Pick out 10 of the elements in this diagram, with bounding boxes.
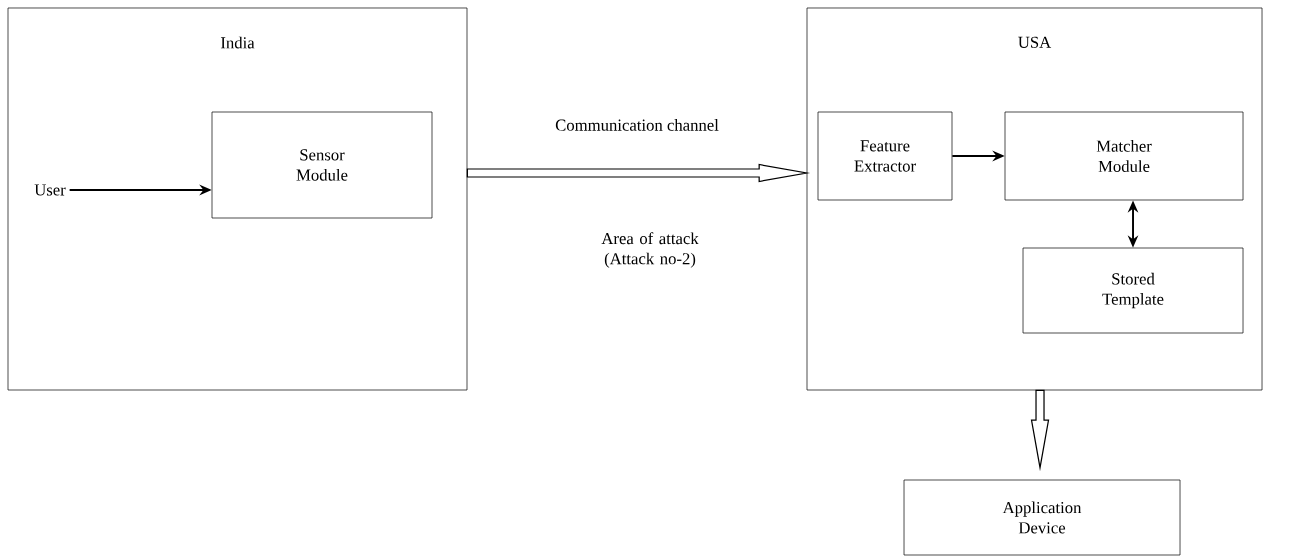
process-box: Application Device [903,479,1181,556]
process-box: Sensor Module [211,111,433,219]
annotation-text: Area of attack (Attack no-2) [601,232,699,268]
edge-label: Communication channel [555,119,719,131]
hollow-arrow [1030,389,1050,472]
process-box: Feature Extractor [817,111,953,201]
process-box: Matcher Module [1004,111,1244,201]
process-box: Stored Template [1022,247,1244,334]
node-text: User [34,184,66,196]
hollow-arrow [466,163,811,183]
